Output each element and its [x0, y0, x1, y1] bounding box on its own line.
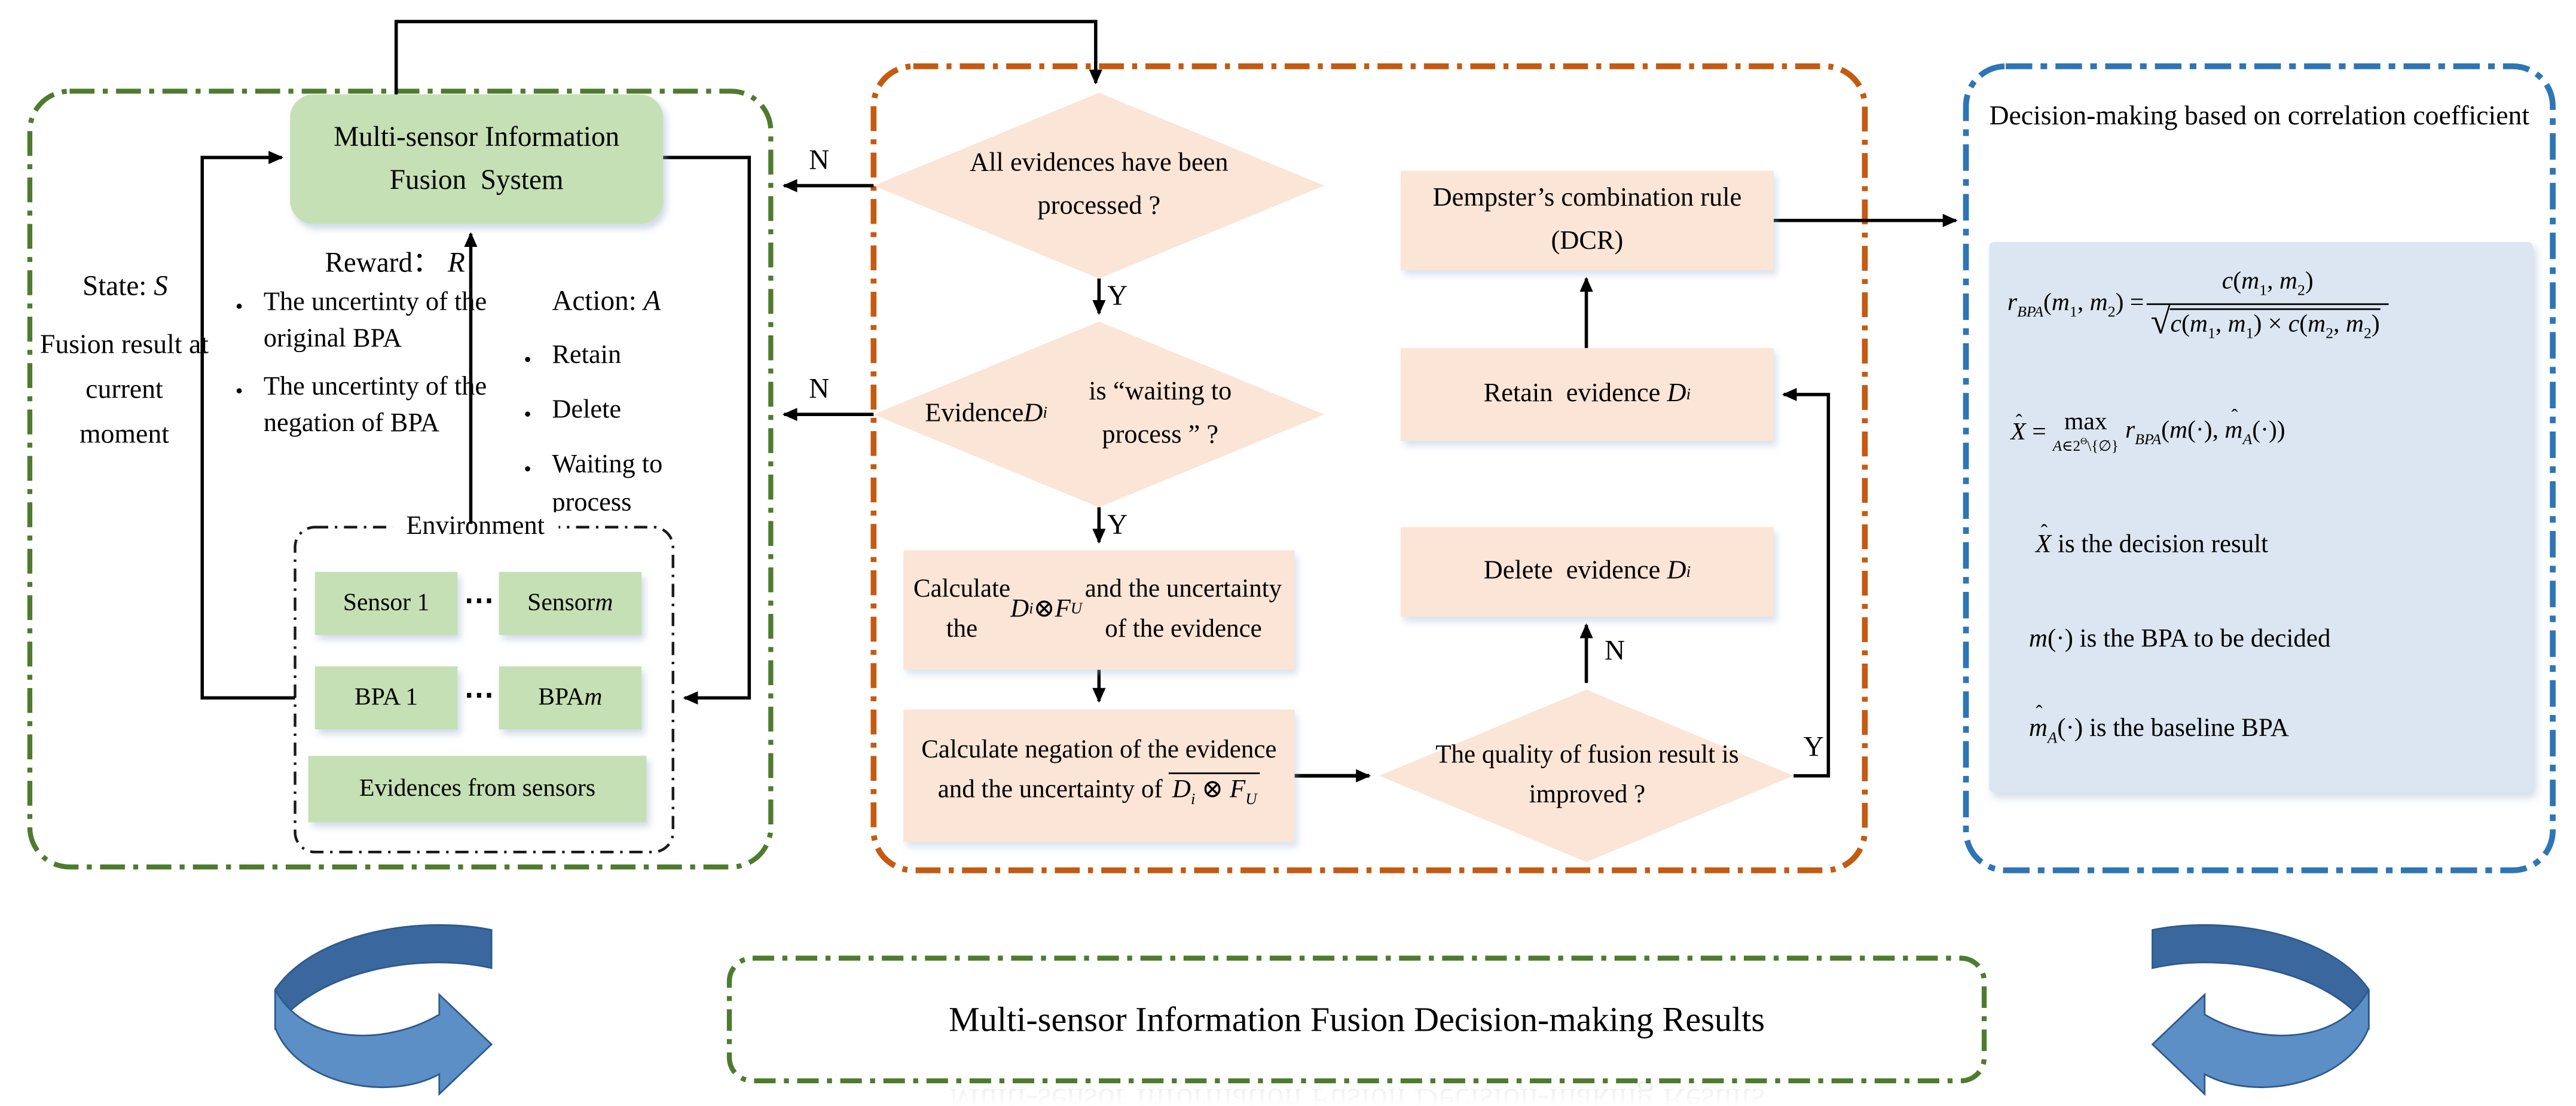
diamond-all-processed-label: All evidences have been processed ?: [970, 149, 1229, 221]
bpa-m-box: BPA m: [499, 666, 642, 730]
sqrt-body: c(m1, m1) × c(m2, m2): [2170, 308, 2380, 343]
cycle-arrow-right-icon: [2151, 924, 2370, 1096]
negation-overline-expression: Di ⊗ FU: [1169, 772, 1260, 809]
cycle-arrow-front-band: [274, 989, 493, 1096]
action-item: • Waiting to process: [524, 446, 726, 523]
sqrt-icon: √: [2150, 301, 2171, 342]
fraction-numerator: c(m1, m2): [2221, 268, 2314, 300]
yes-label-d2: Y: [1107, 509, 1128, 540]
state-label: State: S: [82, 270, 168, 302]
no-label-d3: N: [1605, 634, 1625, 667]
no-label-d1: N: [809, 144, 830, 176]
action-item: • Delete: [524, 391, 726, 432]
sensor-1-box: Sensor 1: [314, 572, 458, 635]
yes-label-d3: Y: [1803, 731, 1824, 763]
reward-label: Reward： R: [325, 247, 465, 279]
bullet-icon: •: [524, 346, 531, 372]
reward-item: • The uncertinty of the original BPA: [236, 285, 521, 358]
bullet-icon: •: [235, 293, 243, 319]
dcr-box: Dempster’s combination rule (DCR): [1401, 170, 1774, 270]
sensor-m-box: Sensor m: [499, 572, 642, 635]
max-subscript: A∈2Θ\{∅}: [2052, 438, 2119, 454]
ellipsis-sensors: ⋯: [464, 583, 494, 617]
action-label: Action: A: [552, 285, 661, 317]
ellipsis-bpa: ⋯: [464, 678, 494, 711]
connector-quality-to-retain: [1781, 387, 1831, 778]
dcr-label: Dempster’s combination rule (DCR): [1432, 184, 1742, 256]
no-label-d2: N: [809, 372, 830, 405]
calc-negation-text: Calculate negation of the evidence and t…: [916, 731, 1281, 821]
action-item-text: Waiting to process: [552, 451, 663, 518]
diamond-quality-label: The quality of fusion result is improved…: [1435, 741, 1739, 809]
formula-correlation: rBPA(m1, m2) = c(m1, m2) √ c(m1, m1) × c…: [2007, 268, 2531, 343]
reward-item-text: The uncertinty of the original BPA: [263, 288, 487, 353]
cycle-arrow-front-band: [2151, 989, 2370, 1096]
reward-item: • The uncertinty of the negation of BPA: [236, 369, 521, 442]
bullet-icon: •: [235, 378, 243, 403]
connector-agent-to-flowchart: [394, 20, 1102, 95]
fusion-system-label: Multi-sensor Information Fusion System: [334, 121, 620, 196]
note-bpa-decided: m(·) is the BPA to be decided: [2028, 625, 2331, 653]
bullet-icon: •: [524, 456, 531, 481]
max-label: max: [2064, 409, 2107, 436]
environment-label: Environment: [393, 512, 558, 542]
reward-item-text: The uncertinty of the negation of BPA: [263, 372, 487, 438]
cycle-arrow-left-icon: [274, 924, 493, 1096]
action-item-text: Retain: [552, 341, 622, 370]
action-item: • Retain: [524, 337, 726, 378]
decision-panel-title: Decision-making based on correlation coe…: [1989, 99, 2530, 132]
calc-negation-box: Calculate negation of the evidence and t…: [903, 709, 1295, 842]
max-operator: max A∈2Θ\{∅}: [2052, 409, 2119, 454]
results-box-label: Multi-sensor Information Fusion Decision…: [948, 998, 1765, 1039]
formula-correlation-fraction: c(m1, m2) √ c(m1, m1) × c(m2, m2): [2147, 268, 2388, 343]
yes-label-d1: Y: [1107, 280, 1128, 312]
evidences-box: Evidences from sensors: [308, 756, 647, 823]
fraction-denominator: √ c(m1, m1) × c(m2, m2): [2147, 303, 2388, 343]
action-item-text: Delete: [552, 396, 622, 424]
state-description: Fusion result at current moment: [39, 328, 209, 450]
bpa-1-box: BPA 1: [314, 666, 458, 730]
fusion-system-box: Multi-sensor Information Fusion System: [290, 94, 664, 224]
reward-list: • The uncertinty of the original BPA • T…: [236, 285, 521, 442]
formula-correlation-lhs: rBPA(m1, m2) =: [2007, 290, 2144, 322]
bullet-icon: •: [524, 401, 531, 426]
action-list: • Retain • Delete • Waiting to process: [524, 337, 726, 523]
